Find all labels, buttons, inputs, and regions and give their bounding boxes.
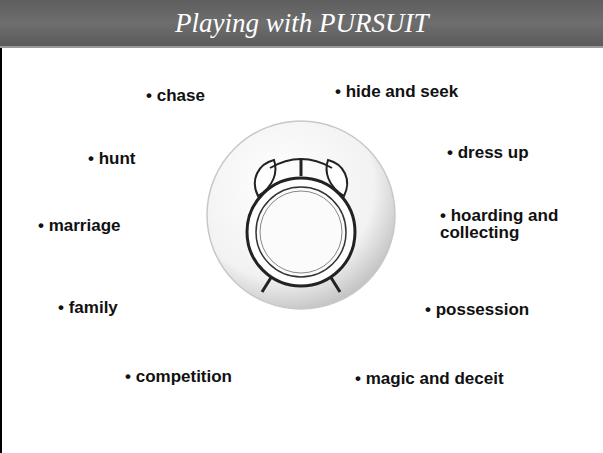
bullet-item: • competition xyxy=(125,369,232,386)
bullet-item: • possession xyxy=(425,302,529,319)
slide-title: Playing with PURSUIT xyxy=(175,8,428,39)
bullet-item: • magic and deceit xyxy=(355,371,504,388)
bullet-item: • hoarding and collecting xyxy=(440,208,590,241)
bullet-item: • hide and seek xyxy=(335,84,458,101)
bullet-item: • family xyxy=(58,300,118,317)
bullet-item: • chase xyxy=(146,88,205,105)
bullet-item: • hunt xyxy=(88,151,136,168)
bullet-item: • dress up xyxy=(447,145,529,162)
bullet-item: • marriage xyxy=(38,218,121,235)
